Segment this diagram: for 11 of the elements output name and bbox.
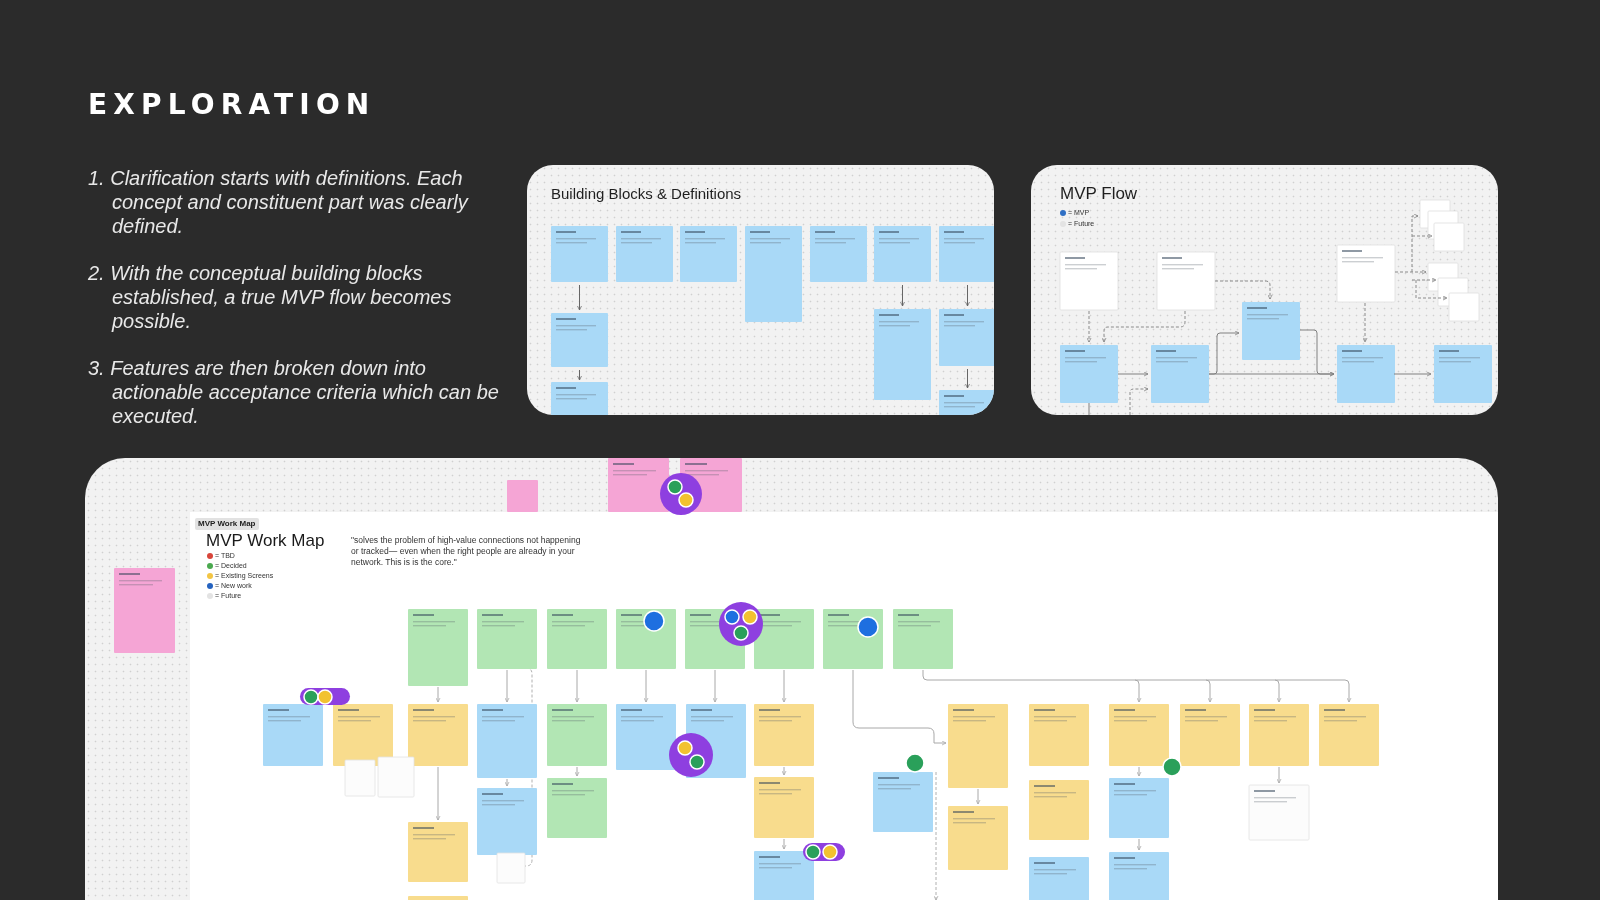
numbered-point: 2. With the conceptual building blocks established, a true MVP flow becomes possible. bbox=[88, 261, 453, 333]
numbered-point: 3. Features are then broken down into actionable acceptance criteria which can be executed. bbox=[88, 356, 500, 428]
numbered-point: 1. Clarification starts with definitions. Each concept and constituent part was clearly defined. bbox=[88, 166, 470, 238]
board-heading: Building Blocks & Definitions bbox=[551, 185, 742, 203]
quote-text: "solves the problem of high-value connections not happening or tracked— even when the right people are already in your network. This is is the core." bbox=[351, 535, 581, 568]
frame-name-tag: MVP Work Map bbox=[195, 518, 259, 530]
board-heading: MVP Flow bbox=[1060, 184, 1138, 204]
board-heading: MVP Work Map bbox=[206, 531, 325, 551]
whiteboard-card bbox=[1031, 165, 1498, 415]
slide-title: EXPLORATION bbox=[88, 88, 376, 122]
whiteboard-card bbox=[527, 165, 994, 415]
